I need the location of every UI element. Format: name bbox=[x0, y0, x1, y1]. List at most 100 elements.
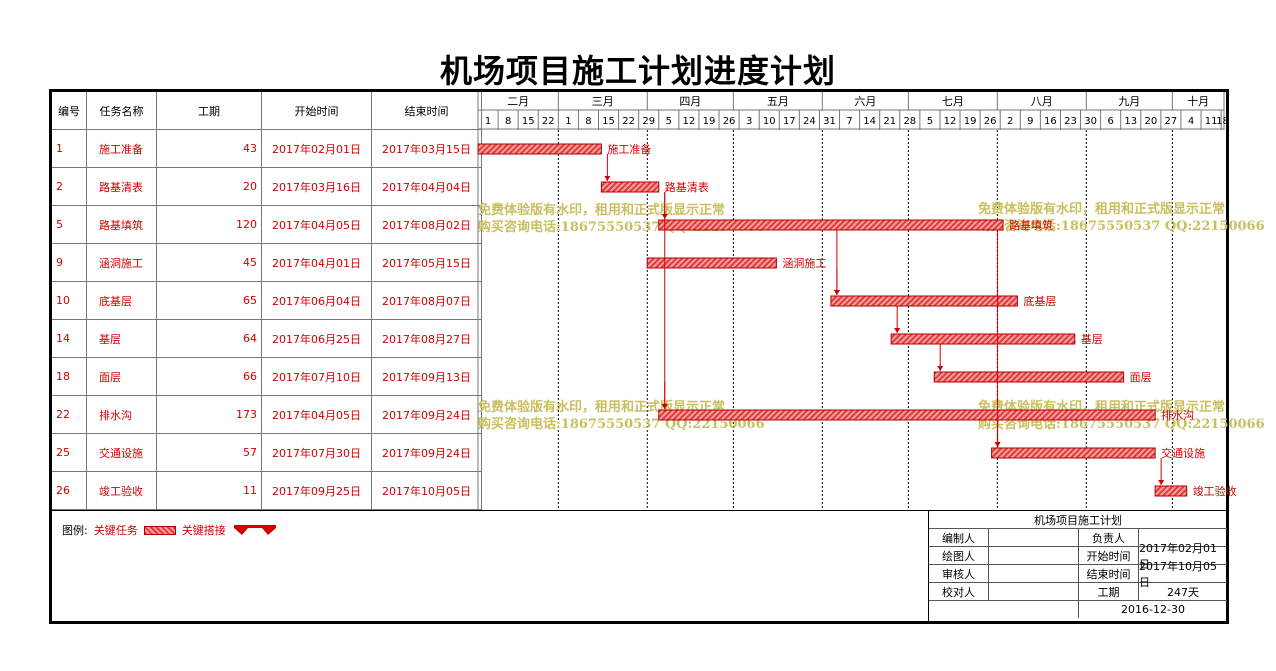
week-tick-label: 3 bbox=[746, 116, 752, 127]
checker-label: 校对人 bbox=[929, 583, 989, 600]
watermark-line1: 免费体验版有水印，租用和正式版显示正常 bbox=[478, 202, 725, 218]
table-cell-start: 2017年03月16日 bbox=[262, 168, 372, 206]
month-label: 六月 bbox=[854, 95, 876, 108]
month-label: 二月 bbox=[507, 95, 529, 108]
drawer-label: 绘图人 bbox=[929, 547, 989, 564]
table-cell-end: 2017年08月27日 bbox=[372, 320, 482, 358]
month-label: 五月 bbox=[767, 95, 789, 108]
table-cell-start: 2017年02月01日 bbox=[262, 130, 372, 168]
table-cell-end: 2017年09月13日 bbox=[372, 358, 482, 396]
gantt-bar bbox=[658, 409, 1156, 421]
week-tick-label: 19 bbox=[703, 116, 716, 127]
gantt-bar bbox=[933, 371, 1125, 383]
table-cell-start: 2017年04月05日 bbox=[262, 396, 372, 434]
week-tick-label: 31 bbox=[823, 116, 836, 127]
gantt-bar-label: 路基填筑 bbox=[1009, 218, 1053, 232]
table-cell-start: 2017年09月25日 bbox=[262, 472, 372, 510]
month-label: 九月 bbox=[1118, 95, 1140, 108]
table-cell-name: 竣工验收 bbox=[87, 472, 157, 510]
dependency-arrowhead bbox=[661, 404, 668, 409]
gantt-bar bbox=[600, 181, 660, 193]
week-tick-label: 10 bbox=[763, 116, 776, 127]
week-tick-label: 17 bbox=[783, 116, 796, 127]
table-cell-start: 2017年07月10日 bbox=[262, 358, 372, 396]
table-cell-duration: 45 bbox=[157, 244, 262, 282]
table-cell-id: 18 bbox=[52, 358, 87, 396]
table-cell-duration: 66 bbox=[157, 358, 262, 396]
dependency-arrowhead bbox=[894, 328, 901, 333]
month-label: 四月 bbox=[679, 95, 701, 108]
week-tick-label: 28 bbox=[903, 116, 916, 127]
table-cell-start: 2017年07月30日 bbox=[262, 434, 372, 472]
gantt-bar bbox=[646, 257, 777, 269]
gantt-bar-label: 涵洞施工 bbox=[782, 256, 826, 270]
week-tick-label: 14 bbox=[863, 116, 876, 127]
legend-task-label: 关键任务 bbox=[93, 524, 138, 537]
gantt-bar-label: 面层 bbox=[1130, 371, 1152, 384]
duration-label: 工期 bbox=[1079, 583, 1139, 600]
info-title: 机场项目施工计划 bbox=[1034, 513, 1122, 527]
gantt-bar-label: 施工准备 bbox=[607, 142, 651, 156]
gantt-bar-label: 路基清表 bbox=[665, 180, 709, 194]
month-label: 七月 bbox=[942, 95, 964, 108]
info-block: 机场项目施工计划 编制人 负责人 绘图人 开始时间 2017年02月01日 审核… bbox=[928, 511, 1227, 621]
chart-frame bbox=[49, 89, 1229, 624]
table-cell-duration: 173 bbox=[157, 396, 262, 434]
table-cell-end: 2017年09月24日 bbox=[372, 396, 482, 434]
start-label: 开始时间 bbox=[1079, 547, 1139, 564]
table-cell-end: 2017年04月04日 bbox=[372, 168, 482, 206]
table-cell-start: 2017年04月01日 bbox=[262, 244, 372, 282]
week-tick-label: 22 bbox=[622, 116, 635, 127]
date-spacer bbox=[929, 601, 1079, 618]
table-cell-duration: 64 bbox=[157, 320, 262, 358]
week-tick-label: 4 bbox=[1188, 116, 1194, 127]
table-cell-name: 底基层 bbox=[87, 282, 157, 320]
table-cell-id: 1 bbox=[52, 130, 87, 168]
table-cell-duration: 120 bbox=[157, 206, 262, 244]
table-cell-end: 2017年08月02日 bbox=[372, 206, 482, 244]
gantt-bar bbox=[477, 143, 602, 155]
week-tick-label: 30 bbox=[1084, 116, 1097, 127]
week-tick-label: 12 bbox=[944, 116, 957, 127]
table-cell-duration: 43 bbox=[157, 130, 262, 168]
gantt-bar bbox=[1154, 485, 1188, 497]
table-cell-name: 路基清表 bbox=[87, 168, 157, 206]
table-cell-start: 2017年06月25日 bbox=[262, 320, 372, 358]
end-value: 2017年10月05日 bbox=[1139, 559, 1217, 589]
week-tick-label: 11 bbox=[1205, 116, 1218, 127]
gantt-bar-label: 竣工验收 bbox=[1193, 484, 1237, 498]
gantt-bar-label: 交通设施 bbox=[1161, 446, 1205, 460]
dependency-arrowhead bbox=[994, 442, 1001, 447]
table-cell-start: 2017年04月05日 bbox=[262, 206, 372, 244]
gantt-bar bbox=[890, 333, 1076, 345]
table-cell-name: 交通设施 bbox=[87, 434, 157, 472]
gantt-bar-label: 基层 bbox=[1081, 333, 1103, 346]
table-cell-id: 26 bbox=[52, 472, 87, 510]
header-id: 编号 bbox=[52, 92, 87, 130]
week-tick-label: 20 bbox=[1144, 116, 1157, 127]
week-tick-label: 16 bbox=[1044, 116, 1057, 127]
week-tick-label: 18 bbox=[1216, 116, 1229, 127]
week-tick-label: 26 bbox=[723, 116, 736, 127]
reviewer-label: 审核人 bbox=[929, 565, 989, 582]
table-cell-duration: 20 bbox=[157, 168, 262, 206]
week-tick-label: 26 bbox=[984, 116, 997, 127]
table-cell-duration: 57 bbox=[157, 434, 262, 472]
week-tick-label: 22 bbox=[542, 116, 555, 127]
week-tick-label: 2 bbox=[1007, 116, 1013, 127]
editor-value bbox=[989, 529, 1079, 546]
table-cell-name: 路基填筑 bbox=[87, 206, 157, 244]
table-cell-end: 2017年10月05日 bbox=[372, 472, 482, 510]
week-tick-label: 5 bbox=[666, 116, 672, 127]
week-tick-label: 5 bbox=[927, 116, 933, 127]
month-label: 十月 bbox=[1187, 94, 1209, 108]
gantt-bar bbox=[830, 295, 1018, 307]
table-cell-id: 14 bbox=[52, 320, 87, 358]
week-tick-label: 13 bbox=[1124, 116, 1137, 127]
table-cell-start: 2017年06月04日 bbox=[262, 282, 372, 320]
month-label: 三月 bbox=[592, 95, 614, 108]
month-label: 八月 bbox=[1031, 95, 1053, 108]
week-tick-label: 8 bbox=[585, 116, 591, 127]
dependency-arrowhead bbox=[833, 290, 840, 295]
